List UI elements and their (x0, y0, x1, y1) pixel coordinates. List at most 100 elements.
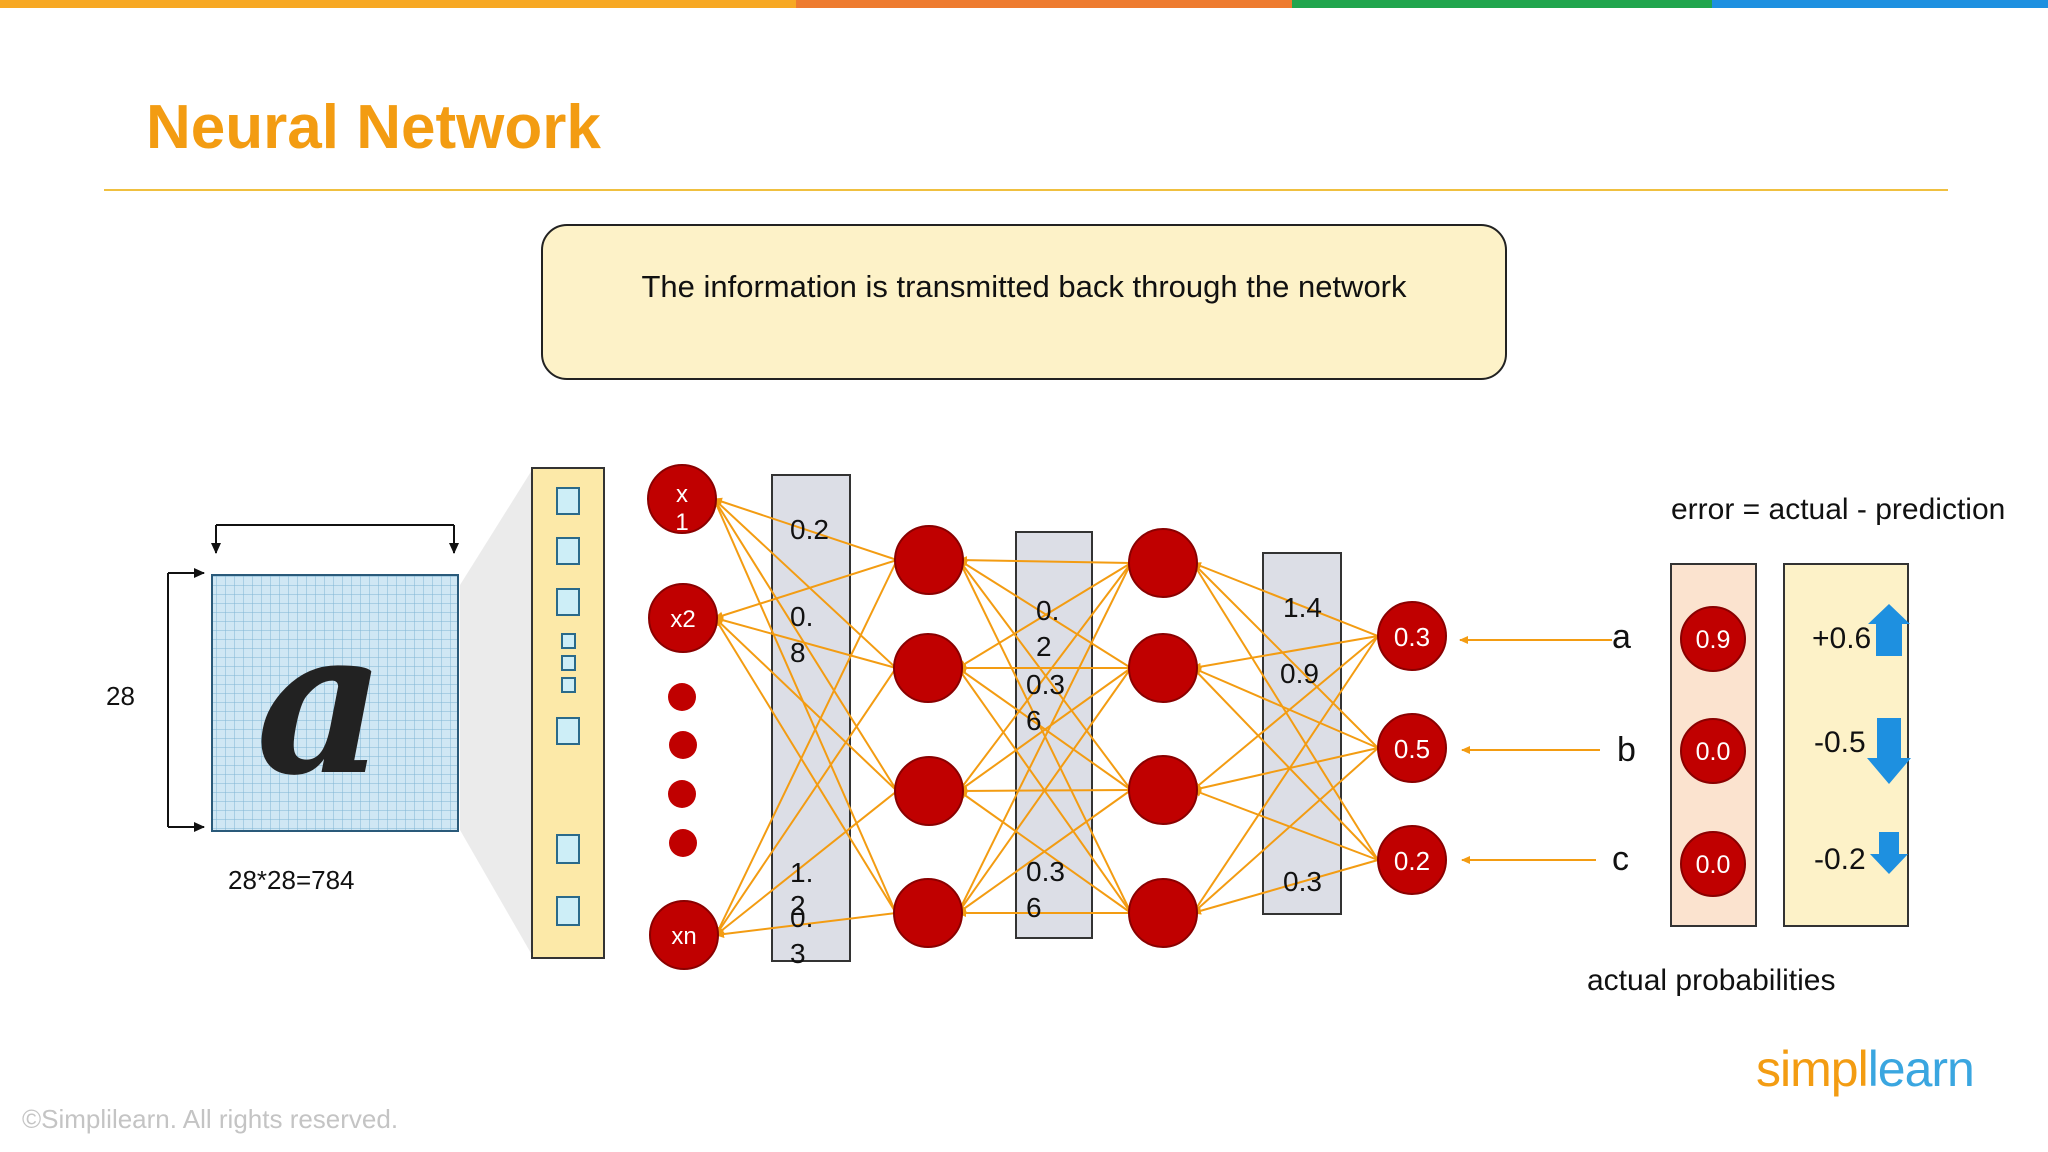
accent-segment-red (796, 0, 1292, 8)
class-label-b: b (1617, 731, 1636, 769)
weight-3-c: 0.3 (1283, 866, 1322, 897)
hidden-2-node (1128, 755, 1198, 825)
hidden-1-node (893, 878, 963, 948)
backprop-arrow (714, 617, 898, 792)
backprop-arrow (713, 498, 897, 669)
weight-1-bot-b: 2 (790, 890, 806, 921)
accent-segment-orange (0, 0, 796, 8)
weight-1-mid-b: 8 (790, 637, 806, 668)
backprop-arrow (958, 562, 1132, 792)
backprop-arrow (958, 559, 1132, 914)
backprop-arrow (713, 497, 898, 561)
backprop-arrow (1192, 667, 1379, 861)
input-node-label-part: 1 (675, 509, 688, 536)
pixel-cell (561, 677, 576, 693)
pixel-cell (556, 896, 580, 926)
title-divider (104, 189, 1948, 191)
top-accent-bar (0, 0, 2048, 8)
output-node-a (1377, 601, 1447, 671)
output-node-c (1377, 825, 1447, 895)
error-down-arrow (1867, 718, 1911, 784)
weight-box-3 (1262, 552, 1342, 915)
backprop-arrow (713, 498, 898, 792)
backprop-arrow (1192, 667, 1379, 749)
hidden-1-node (894, 756, 964, 826)
error-value-c: -0.2 (1814, 843, 1866, 876)
error-up-arrow (1868, 604, 1910, 656)
backprop-arrow (1192, 635, 1379, 914)
pixel-cell (556, 487, 580, 515)
callout-text: The information is transmitted back thro… (641, 269, 1407, 304)
weight-2-f: 6 (1026, 892, 1042, 923)
actual-node-a (1680, 606, 1746, 672)
backprop-arrow (1192, 747, 1379, 914)
output-value-a: 0.3 (1394, 622, 1430, 652)
backprop-arrow (957, 562, 1132, 914)
input-node-x1 (647, 464, 717, 534)
pixel-cell (556, 717, 580, 745)
backprop-arrow (1192, 859, 1379, 915)
output-layer: 0.3 0.5 0.2 (1377, 601, 1447, 895)
weight-2-e: 0.3 (1026, 856, 1065, 887)
weight-1-bot-d: 3 (790, 938, 806, 969)
actual-value-b: 0.0 (1696, 738, 1731, 766)
backprop-arrow (958, 790, 1132, 914)
input-node-xn-label: xn (671, 923, 696, 950)
input-node-xn (649, 900, 719, 970)
accent-segment-blue (1712, 0, 2048, 8)
actual-value-a: 0.9 (1696, 626, 1731, 654)
backprop-arrow (957, 667, 1132, 914)
error-value-b: -0.5 (1814, 726, 1866, 759)
simplilearn-logo: simpllearn (1756, 1040, 1975, 1098)
backprop-arrows (713, 497, 1612, 938)
backprop-arrow (957, 562, 1132, 669)
backprop-arrow (714, 616, 897, 669)
hidden-2-node (1128, 633, 1198, 703)
class-label-c: c (1612, 840, 1629, 878)
backprop-arrow (1192, 562, 1379, 749)
weight-1-bot-c: 0. (790, 902, 813, 933)
bottom-dimension-label: 28*28=784 (228, 865, 355, 895)
pixel-cell (556, 834, 580, 864)
projection-shadow (460, 470, 532, 955)
backprop-arrow (1192, 789, 1379, 861)
logo-simpl: simpl (1756, 1041, 1869, 1097)
hidden-1-node (894, 525, 964, 595)
backprop-arrow (715, 667, 897, 936)
class-label-a: a (1612, 618, 1631, 656)
ellipsis-dot (669, 829, 697, 857)
flattened-input-bar (531, 467, 605, 959)
handwritten-glyph: a (256, 585, 386, 820)
output-value-b: 0.5 (1394, 734, 1430, 764)
weight-3-a: 1.4 (1283, 592, 1322, 623)
weight-3-b: 0.9 (1280, 658, 1319, 689)
ellipsis-dot (668, 780, 696, 808)
input-node-x2-label: x2 (670, 606, 695, 633)
error-value-a: +0.6 (1812, 622, 1871, 655)
weight-2-c: 0.3 (1026, 669, 1065, 700)
hidden-2-node (1128, 528, 1198, 598)
ellipsis-dot (668, 683, 696, 711)
backprop-arrow (1192, 747, 1379, 793)
backprop-arrow (715, 912, 897, 938)
side-dimension-label: 28 (106, 681, 135, 711)
actual-node-c (1680, 831, 1746, 897)
info-callout: The information is transmitted back thro… (541, 224, 1507, 380)
output-node-b (1377, 713, 1447, 783)
hidden-1-node (893, 633, 963, 703)
input-image: a 28 28*28=784 (106, 470, 532, 955)
weight-2-b: 2 (1036, 631, 1052, 662)
backprop-arrow (714, 559, 898, 620)
weight-2-d: 6 (1026, 705, 1042, 736)
weight-1-mid-a: 0. (790, 601, 813, 632)
accent-segment-green (1292, 0, 1712, 8)
actual-node-b (1680, 718, 1746, 784)
output-value-c: 0.2 (1394, 846, 1430, 876)
actual-probabilities-label: actual probabilities (1587, 964, 1835, 997)
weight-1-bot-a: 1. (790, 857, 813, 888)
pixel-cell (556, 588, 580, 616)
backprop-arrow (1192, 635, 1379, 671)
error-down-arrow (1870, 832, 1908, 874)
